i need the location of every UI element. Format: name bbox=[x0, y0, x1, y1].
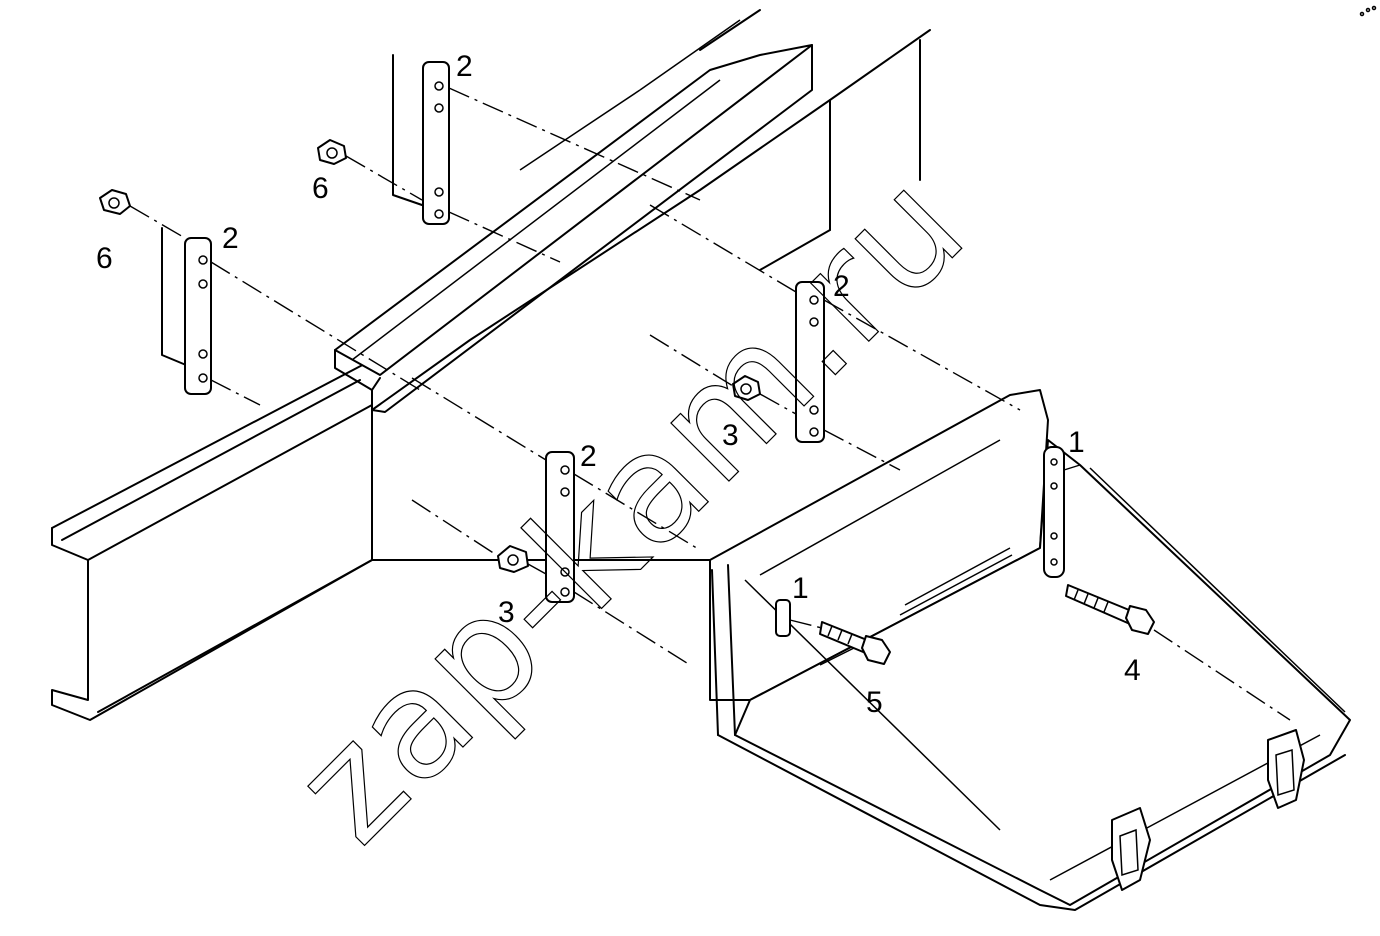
nut-6-left bbox=[99, 189, 131, 215]
callout-1-left: 1 bbox=[792, 572, 809, 605]
latch-right bbox=[1267, 729, 1305, 809]
nut-6-upper bbox=[317, 139, 347, 165]
callout-3-right: 3 bbox=[722, 419, 739, 452]
nut-3-lower bbox=[497, 545, 529, 573]
callout-6-upper: 6 bbox=[312, 172, 329, 205]
bolt-5 bbox=[819, 621, 891, 665]
bracket-left bbox=[161, 227, 212, 395]
corner-mark-icon bbox=[1359, 5, 1377, 17]
callout-2-top: 2 bbox=[456, 50, 473, 83]
bracket-center bbox=[545, 451, 575, 603]
frame-rail bbox=[51, 9, 931, 721]
strap-left bbox=[775, 599, 791, 637]
strap-right bbox=[1043, 446, 1065, 578]
bracket-right bbox=[795, 281, 825, 443]
bracket-top-center bbox=[392, 54, 450, 225]
callout-2-center: 2 bbox=[580, 440, 597, 473]
callout-1-right: 1 bbox=[1068, 426, 1085, 459]
callout-labels: 2 2 2 2 6 6 3 3 1 1 4 5 bbox=[96, 50, 1141, 719]
latch-left bbox=[1111, 807, 1151, 891]
callout-4: 4 bbox=[1124, 654, 1141, 687]
callout-2-right: 2 bbox=[833, 270, 850, 303]
callout-6-left: 6 bbox=[96, 242, 113, 275]
callout-2-left: 2 bbox=[222, 222, 239, 255]
bolt-4 bbox=[1065, 584, 1155, 635]
callout-5: 5 bbox=[866, 686, 883, 719]
cross-member bbox=[334, 44, 813, 413]
callout-3-lower: 3 bbox=[498, 596, 515, 629]
assembly-centerlines bbox=[129, 87, 1291, 721]
battery-tray bbox=[709, 389, 1351, 911]
